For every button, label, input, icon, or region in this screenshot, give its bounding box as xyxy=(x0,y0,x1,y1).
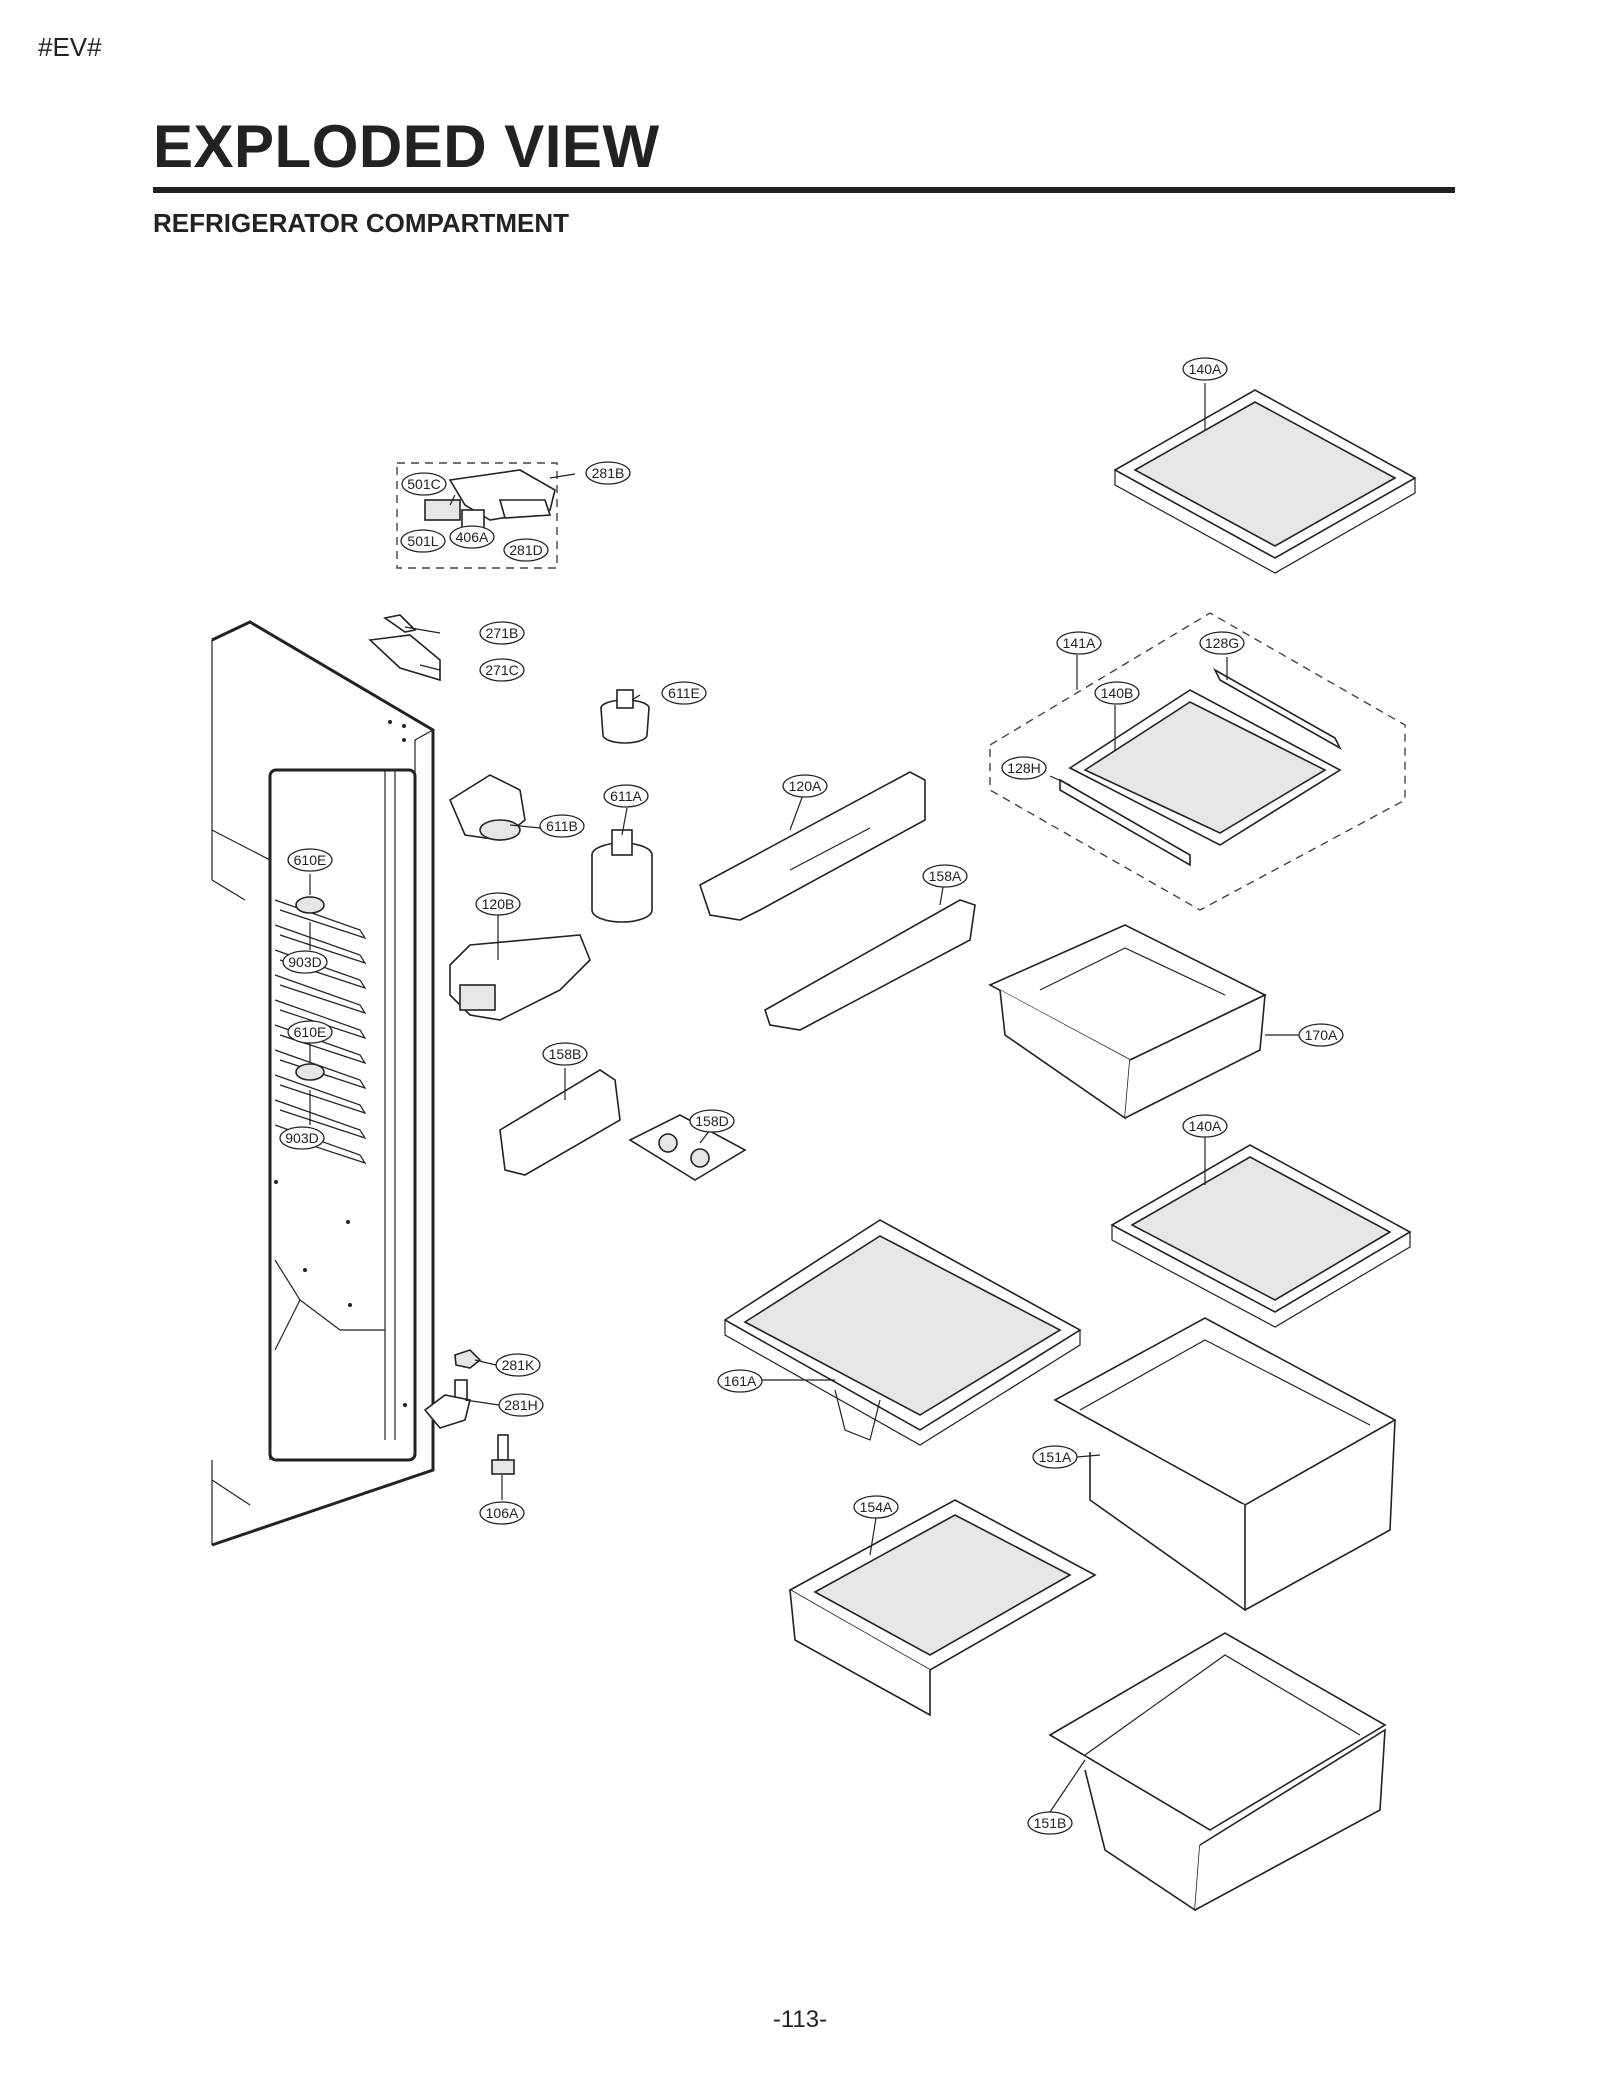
svg-text:128H: 128H xyxy=(1007,760,1040,776)
svg-text:141A: 141A xyxy=(1063,635,1096,651)
svg-text:120A: 120A xyxy=(789,778,822,794)
svg-text:281H: 281H xyxy=(504,1397,537,1413)
svg-text:154A: 154A xyxy=(860,1499,893,1515)
control-158d xyxy=(628,1114,747,1181)
callout-106a: 106A xyxy=(479,1501,525,1525)
shelf-assembly-141a xyxy=(989,612,1406,911)
svg-text:140B: 140B xyxy=(1101,685,1134,701)
svg-text:611E: 611E xyxy=(668,685,700,701)
svg-text:611A: 611A xyxy=(610,788,642,804)
leveling-leg-106a xyxy=(491,1434,515,1475)
svg-text:271B: 271B xyxy=(486,625,519,641)
water-filter-611a xyxy=(591,829,653,923)
hinge-assembly-group xyxy=(396,462,558,569)
callout-406a: 406A xyxy=(449,525,495,549)
callout-281h: 281H xyxy=(498,1393,544,1417)
svg-text:151B: 151B xyxy=(1034,1815,1067,1831)
callout-281k: 281K xyxy=(495,1353,541,1377)
cover-158b xyxy=(499,1069,621,1176)
cover-120a xyxy=(699,771,926,921)
svg-text:501L: 501L xyxy=(407,533,438,549)
svg-text:610E: 610E xyxy=(294,1024,327,1040)
callout-140a-mid: 140A xyxy=(1182,1114,1228,1138)
callout-611a: 611A xyxy=(603,784,649,808)
callout-903d-upper: 903D xyxy=(282,950,328,974)
drawer-170a xyxy=(988,924,1267,1120)
callout-151b: 151B xyxy=(1027,1811,1073,1835)
svg-text:271C: 271C xyxy=(485,662,518,678)
callout-140b: 140B xyxy=(1094,681,1140,705)
callout-128g: 128G xyxy=(1199,631,1245,655)
shelf-154a xyxy=(788,1499,1097,1717)
svg-text:161A: 161A xyxy=(724,1373,757,1389)
callout-141a: 141A xyxy=(1056,631,1102,655)
svg-text:610E: 610E xyxy=(294,852,327,868)
callout-170a: 170A xyxy=(1298,1023,1344,1047)
callout-903d-lower: 903D xyxy=(279,1126,325,1150)
callout-610e-lower: 610E xyxy=(287,1020,333,1044)
drawer-151b xyxy=(1048,1632,1387,1912)
filter-cap-611e xyxy=(600,689,650,744)
callout-610e-upper: 610E xyxy=(287,848,333,872)
callout-158b: 158B xyxy=(542,1042,588,1066)
section-subtitle: REFRIGERATOR COMPARTMENT xyxy=(153,208,569,238)
callout-501c: 501C xyxy=(401,472,447,496)
callout-151a: 151A xyxy=(1032,1445,1078,1469)
callout-158d: 158D xyxy=(689,1109,735,1133)
svg-text:501C: 501C xyxy=(407,476,440,492)
shelf-161a xyxy=(723,1219,1082,1446)
bracket-271c xyxy=(368,634,441,682)
callout-281d: 281D xyxy=(503,538,549,562)
svg-text:106A: 106A xyxy=(486,1505,519,1521)
svg-text:281K: 281K xyxy=(502,1357,535,1373)
callout-271c: 271C xyxy=(479,658,525,682)
refrigerator-cabinet xyxy=(211,620,435,1547)
svg-text:140A: 140A xyxy=(1189,361,1222,377)
svg-text:611B: 611B xyxy=(546,818,578,834)
page-number: -113- xyxy=(772,2006,828,2033)
bracket-271b xyxy=(383,614,417,633)
leader-lines xyxy=(309,383,1300,1813)
page-title: EXPLODED VIEW xyxy=(153,113,660,180)
svg-text:158A: 158A xyxy=(929,868,962,884)
callout-154a: 154A xyxy=(853,1495,899,1519)
callout-611b: 611B xyxy=(539,814,585,838)
callout-140a-top: 140A xyxy=(1182,357,1228,381)
svg-text:120B: 120B xyxy=(482,896,515,912)
callout-501l: 501L xyxy=(400,529,446,553)
svg-text:140A: 140A xyxy=(1189,1118,1222,1134)
hinge-parts-281k-281h xyxy=(423,1349,482,1429)
svg-text:281D: 281D xyxy=(509,542,542,558)
svg-text:151A: 151A xyxy=(1039,1449,1072,1465)
callout-281b: 281B xyxy=(585,461,631,485)
svg-text:128G: 128G xyxy=(1205,635,1239,651)
callout-611e: 611E xyxy=(661,681,707,705)
document-tag: #EV# xyxy=(38,32,102,62)
svg-text:903D: 903D xyxy=(288,954,321,970)
drawer-151a xyxy=(1053,1317,1397,1612)
svg-text:406A: 406A xyxy=(456,529,489,545)
cover-158a xyxy=(764,899,976,1031)
glass-shelf-140a-top xyxy=(1113,389,1417,574)
callout-128h: 128H xyxy=(1001,756,1047,780)
callout-271b: 271B xyxy=(479,621,525,645)
callout-120a: 120A xyxy=(782,774,828,798)
svg-text:281B: 281B xyxy=(592,465,625,481)
callout-161a: 161A xyxy=(717,1369,763,1393)
callout-120b: 120B xyxy=(475,892,521,916)
glass-shelf-140a-mid xyxy=(1110,1144,1412,1328)
svg-text:158D: 158D xyxy=(695,1113,728,1129)
svg-text:170A: 170A xyxy=(1305,1027,1338,1043)
svg-text:158B: 158B xyxy=(549,1046,582,1062)
svg-text:903D: 903D xyxy=(285,1130,318,1146)
title-rule xyxy=(153,187,1455,193)
callout-158a: 158A xyxy=(922,864,968,888)
filter-housing-120b xyxy=(449,934,591,1021)
filter-head-611b xyxy=(448,774,526,841)
